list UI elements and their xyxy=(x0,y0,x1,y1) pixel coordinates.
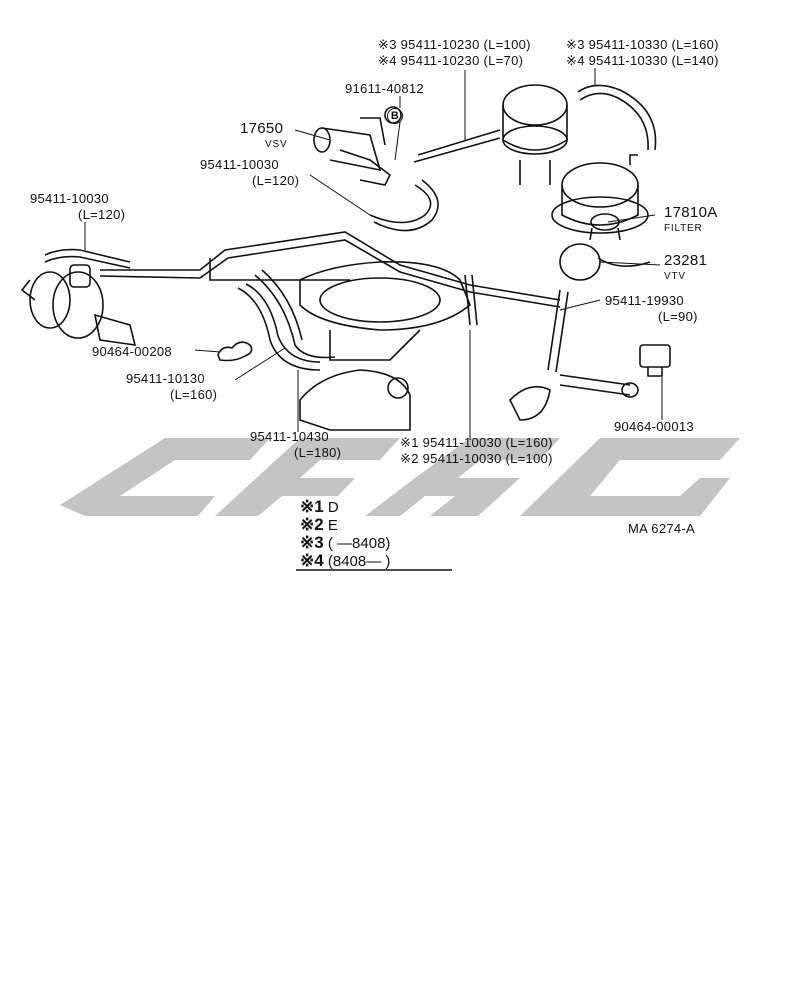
callout-95411-10030-left-length: (L=120) xyxy=(78,207,126,222)
callout-95411-10130-length: (L=160) xyxy=(170,387,218,402)
legend-text: (8408— ) xyxy=(327,553,391,570)
legend-row-2: ※2 E xyxy=(300,516,338,535)
drawing-number: MA 6274-A xyxy=(628,521,696,536)
callout-95411-19930-length: (L=90) xyxy=(658,309,698,324)
legend-text: E xyxy=(327,517,338,534)
legend-row-1: ※1 D xyxy=(300,498,339,517)
callout-95411-10030-left: 95411-10030 xyxy=(30,191,109,206)
legend-mark: ※1 xyxy=(300,497,324,516)
callout-91611-40812: 91611-40812 xyxy=(345,81,424,96)
callout-95411-10030-l160: ※1 95411-10030 (L=160) xyxy=(400,435,553,450)
callout-90464-00208: 90464-00208 xyxy=(92,344,172,359)
callout-95411-10430-length: (L=180) xyxy=(294,445,342,460)
callout-filter: FILTER xyxy=(664,223,703,234)
callout-23281: 23281 xyxy=(664,252,708,269)
callout-90464-00013: 90464-00013 xyxy=(614,419,694,434)
legend-mark: ※4 xyxy=(300,551,324,570)
callout-17810a: 17810A xyxy=(664,204,718,221)
legend-mark: ※3 xyxy=(300,533,324,552)
legend-mark: ※2 xyxy=(300,515,324,534)
legend-text: D xyxy=(327,499,339,516)
legend-text: ( —8408) xyxy=(327,535,391,552)
engine-outline xyxy=(20,84,671,431)
callout-95411-10230-l70: ※4 95411-10230 (L=70) xyxy=(378,53,524,68)
marker-b: B xyxy=(387,108,403,124)
legend-row-3: ※3 ( —8408) xyxy=(300,534,390,553)
legend-row-4: ※4 (8408— ) xyxy=(300,552,390,571)
callout-vsv: VSV xyxy=(265,139,288,150)
callout-vtv: VTV xyxy=(664,271,686,282)
callout-17650: 17650 xyxy=(240,120,284,137)
callout-95411-10030-vsv-length: (L=120) xyxy=(252,173,300,188)
watermark-logo xyxy=(60,438,740,516)
callout-95411-19930: 95411-19930 xyxy=(605,293,684,308)
callout-95411-10230-l100: ※3 95411-10230 (L=100) xyxy=(378,37,531,52)
leader-lines xyxy=(84,68,663,440)
callout-95411-10030-vsv: 95411-10030 xyxy=(200,157,279,172)
callout-95411-10130: 95411-10130 xyxy=(126,371,205,386)
callout-95411-10030-l100: ※2 95411-10030 (L=100) xyxy=(400,451,553,466)
callout-95411-10330-l160: ※3 95411-10330 (L=160) xyxy=(566,37,719,52)
callout-95411-10330-l140: ※4 95411-10330 (L=140) xyxy=(566,53,719,68)
callout-95411-10430: 95411-10430 xyxy=(250,429,329,444)
